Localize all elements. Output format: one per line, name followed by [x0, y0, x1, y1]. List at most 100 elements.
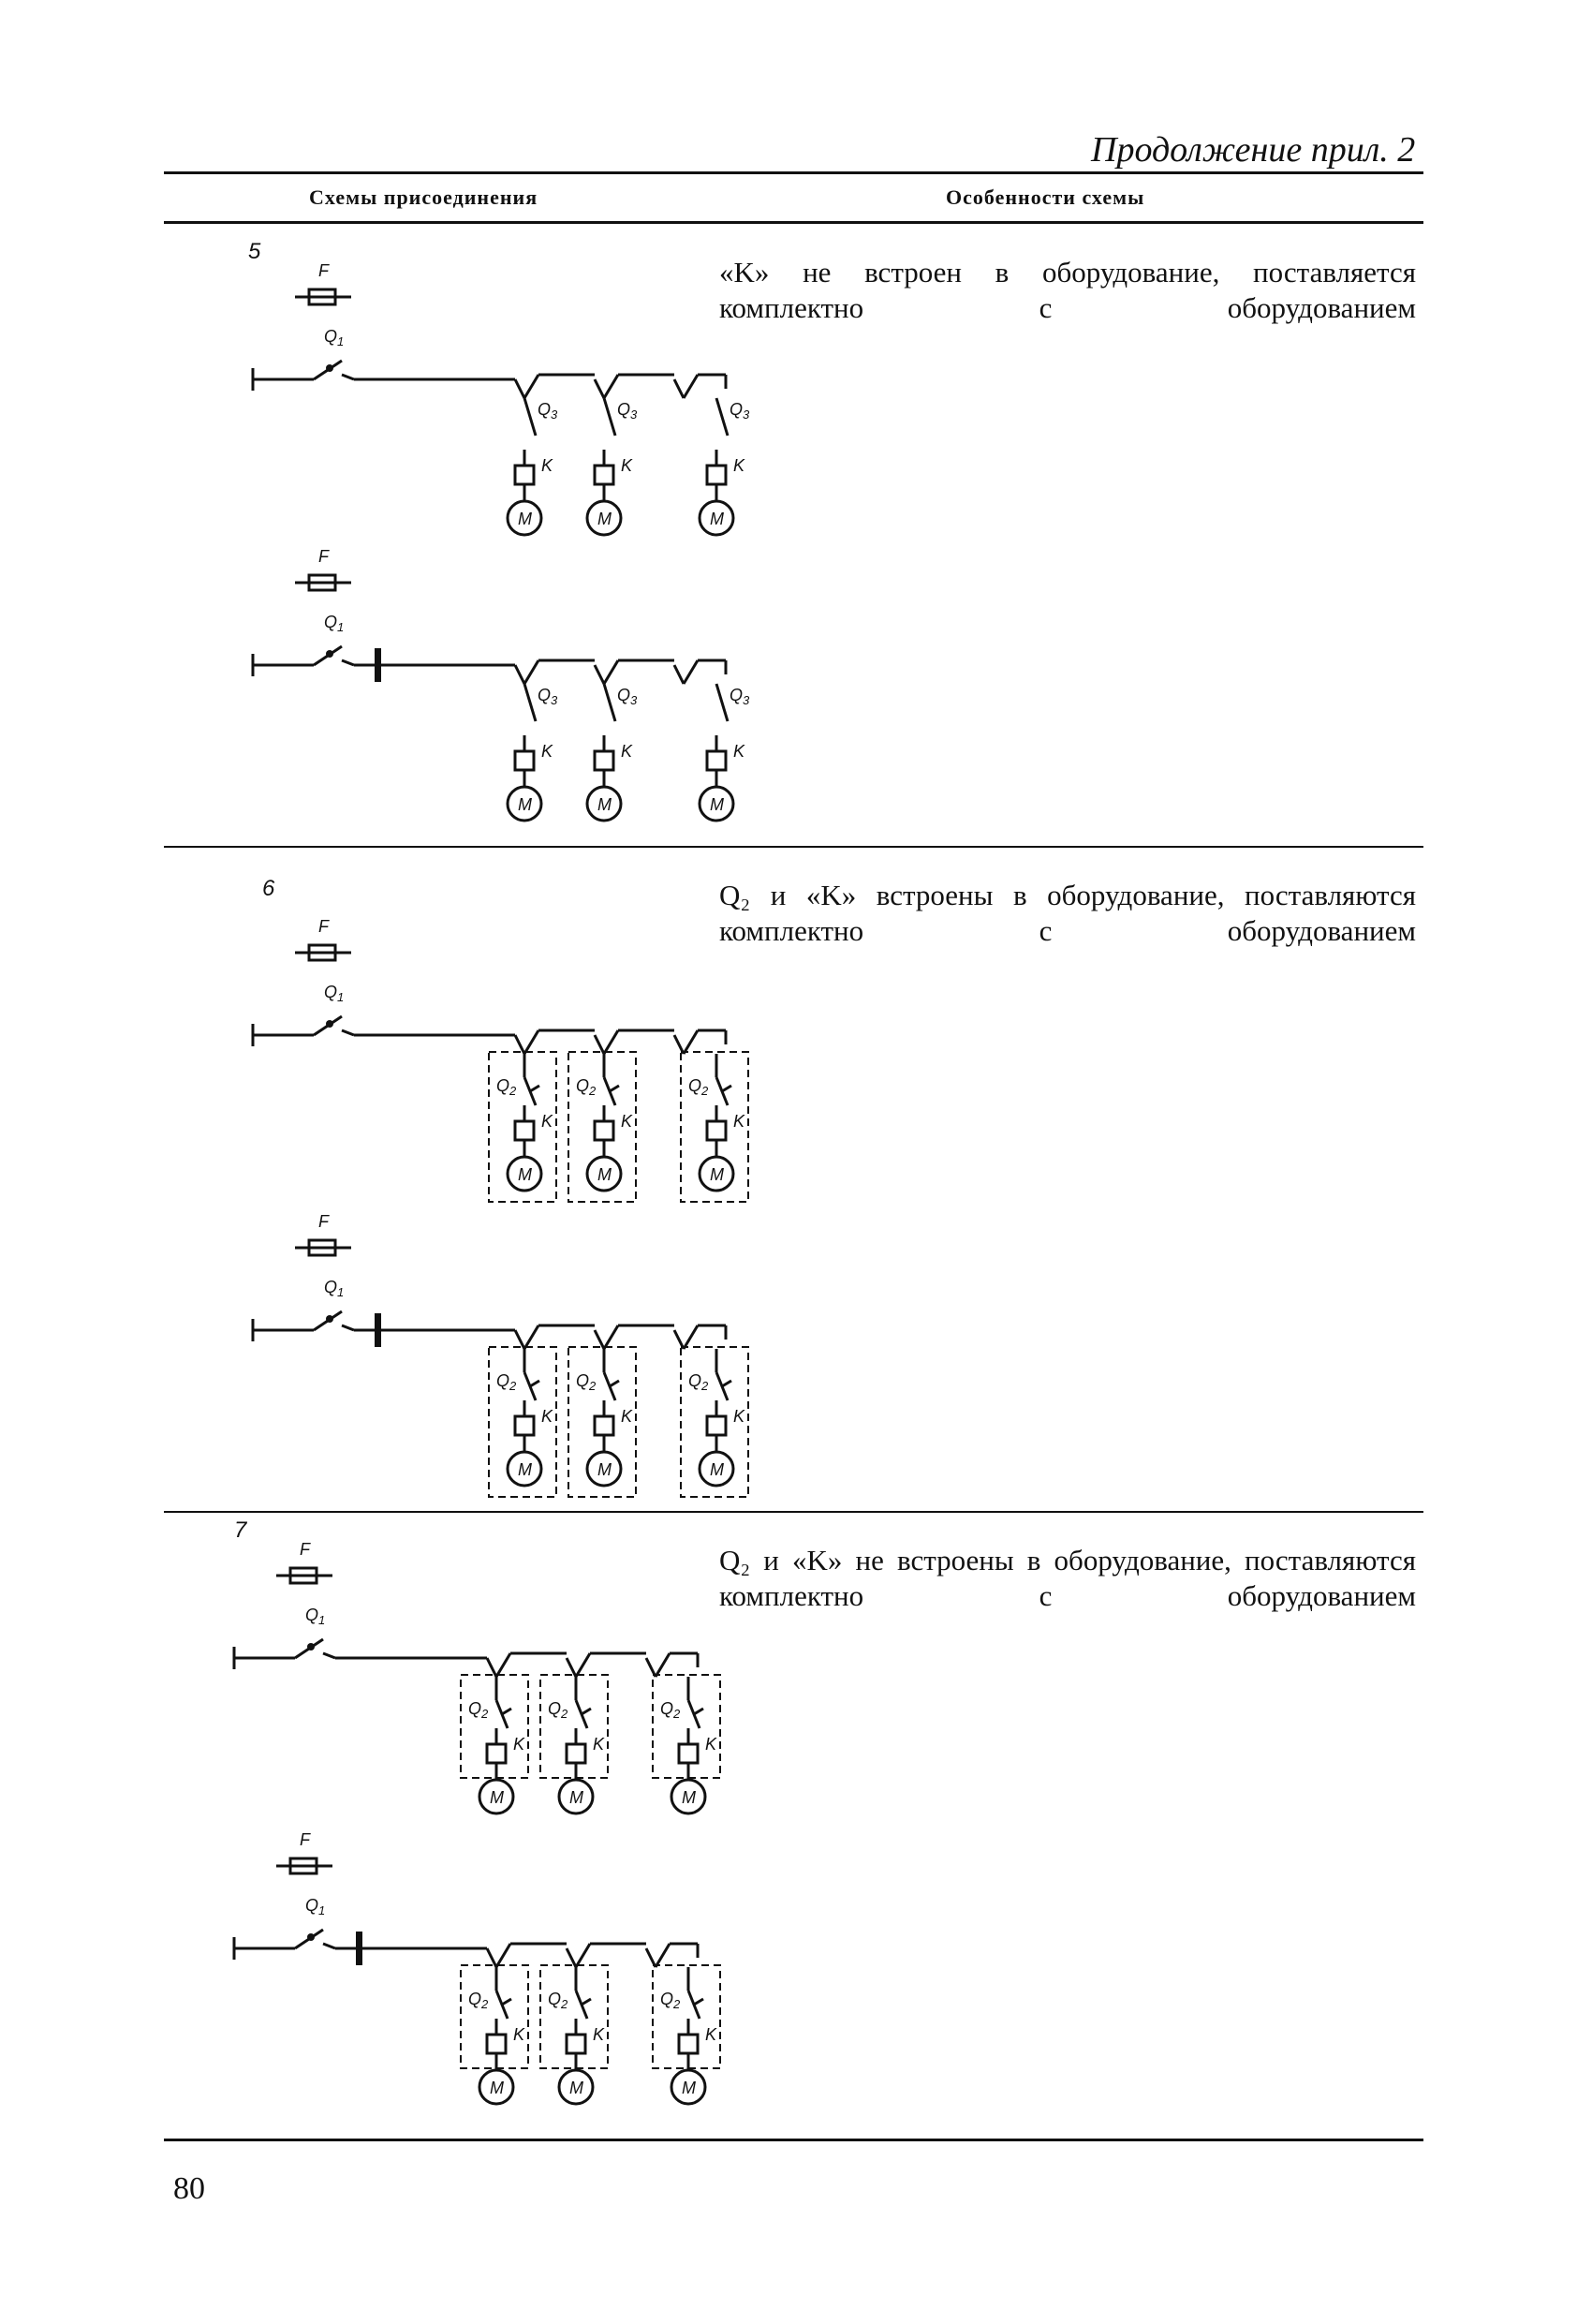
- fuse-label: F: [318, 917, 330, 936]
- switch-label: Q1: [324, 1278, 344, 1299]
- contactor-icon: [705, 1414, 728, 1437]
- switch-label: Q3: [730, 686, 750, 707]
- wire: [322, 1942, 336, 1950]
- motor-label: M: [518, 795, 532, 814]
- wire: [602, 374, 620, 399]
- branch-tap: [672, 1329, 685, 1350]
- switch-contact: [326, 364, 333, 372]
- column-header-features: Особенности схемы: [946, 185, 1145, 209]
- page-bottom-rule: [164, 2139, 1423, 2141]
- contactor-label: K: [541, 456, 553, 475]
- wire: [322, 1651, 336, 1660]
- scheme-description: «K» не встроен в оборудование, поставляе…: [719, 256, 1416, 324]
- motor-label: M: [569, 2079, 583, 2097]
- fuse-icon: [307, 288, 337, 306]
- switch-q2-mark: [529, 1084, 540, 1093]
- wire: [602, 1325, 620, 1350]
- switch-q2-mark: [581, 1997, 592, 2006]
- motor-icon: [478, 1778, 515, 1815]
- contactor-icon: [677, 1742, 700, 1765]
- switch-label: Q1: [305, 1606, 325, 1627]
- fuse-label: F: [300, 1540, 311, 1559]
- row-separator: [164, 1511, 1423, 1513]
- contactor-label: K: [733, 1112, 745, 1131]
- wire: [602, 659, 620, 685]
- switch-contact: [326, 1020, 333, 1028]
- motor-label: M: [490, 2079, 504, 2097]
- continuation-title: Продолжение прил. 2: [1091, 130, 1416, 170]
- contactor-icon: [677, 2033, 700, 2055]
- branch-tap: [593, 664, 606, 685]
- switch-label: Q2: [576, 1371, 597, 1393]
- wire: [574, 1652, 592, 1678]
- contactor-icon: [593, 1414, 615, 1437]
- contactor-icon: [485, 2033, 508, 2055]
- switch-label: Q3: [538, 686, 558, 707]
- contactor-label: K: [621, 742, 633, 761]
- motor-icon: [698, 1155, 735, 1192]
- switch-q3-icon: [715, 397, 730, 437]
- fuse-label: F: [300, 1830, 311, 1849]
- branch-tap: [672, 664, 685, 685]
- switch-q3-icon: [523, 683, 538, 722]
- motor-icon: [585, 1155, 623, 1192]
- contactor-icon: [513, 1414, 536, 1437]
- motor-icon: [557, 1778, 595, 1815]
- switch-q2-mark: [581, 1707, 592, 1716]
- motor-icon: [585, 1450, 623, 1488]
- motor-icon: [670, 1778, 707, 1815]
- motor-label: M: [710, 1460, 724, 1479]
- switch-contact: [307, 1643, 315, 1650]
- contactor-icon: [513, 749, 536, 772]
- motor-label: M: [597, 795, 612, 814]
- wall-hatch-icon: [375, 648, 381, 682]
- motor-icon: [506, 499, 543, 537]
- switch-label: Q2: [496, 1371, 517, 1393]
- row-number: 7: [234, 1517, 247, 1543]
- switch-q2-mark: [693, 1707, 704, 1716]
- fuse-label: F: [318, 547, 330, 566]
- switch-label: Q2: [468, 1990, 489, 2011]
- contactor-icon: [593, 464, 615, 486]
- wire: [682, 374, 700, 399]
- switch-label: Q3: [617, 400, 638, 422]
- scheme-description: Q₂ и «K» встроены в оборудование, постав…: [719, 879, 1416, 947]
- wire: [523, 1029, 540, 1055]
- motor-label: M: [518, 1460, 532, 1479]
- branch-tap: [513, 1034, 526, 1055]
- switch-q3-icon: [602, 683, 617, 722]
- header-top-rule: [164, 171, 1423, 174]
- contactor-icon: [513, 464, 536, 486]
- switch-q3-icon: [523, 397, 538, 437]
- switch-q2-mark: [501, 1707, 512, 1716]
- motor-icon: [585, 785, 623, 822]
- motor-label: M: [569, 1788, 583, 1807]
- equipment-boundary: [488, 1051, 557, 1203]
- switch-q2-mark: [529, 1379, 540, 1388]
- motor-icon: [698, 1450, 735, 1488]
- motor-label: M: [597, 1165, 612, 1184]
- switch-label: Q2: [688, 1076, 709, 1098]
- wire: [602, 1029, 620, 1055]
- fuse-label: F: [318, 261, 330, 280]
- motor-icon: [585, 499, 623, 537]
- switch-q3-icon: [602, 397, 617, 437]
- contactor-label: K: [733, 456, 745, 475]
- contactor-icon: [705, 749, 728, 772]
- motor-label: M: [597, 510, 612, 528]
- contactor-label: K: [513, 1735, 525, 1754]
- wire: [682, 659, 700, 685]
- motor-label: M: [682, 1788, 696, 1807]
- equipment-boundary: [680, 1346, 749, 1498]
- wall-hatch-icon: [356, 1932, 362, 1965]
- motor-label: M: [710, 795, 724, 814]
- contactor-icon: [513, 1119, 536, 1142]
- switch-label: Q3: [538, 400, 558, 422]
- wall-hatch-icon: [375, 1313, 381, 1347]
- branch-tap: [593, 378, 606, 399]
- contactor-label: K: [705, 1735, 717, 1754]
- motor-label: M: [710, 1165, 724, 1184]
